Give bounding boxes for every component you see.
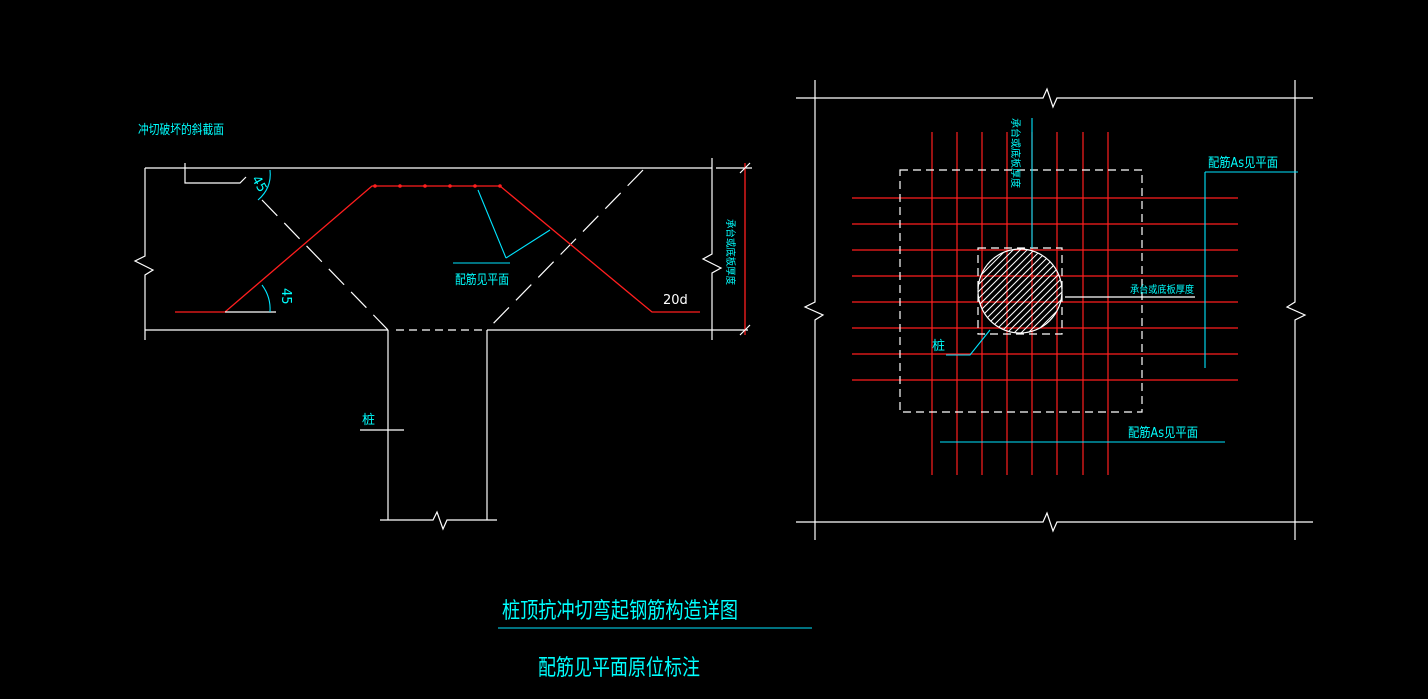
plan-top-edge-break <box>796 87 1313 109</box>
thickness-dimension-label-vertical: 承台或底板厚度 <box>724 219 737 285</box>
dim-tick-top <box>739 162 751 174</box>
angle-arc-bottom <box>261 284 271 313</box>
rebar-note-leader-a <box>477 189 507 259</box>
pile-circle <box>977 248 1063 334</box>
rebar-dot <box>473 184 477 188</box>
punching-zone-outline <box>899 169 1143 413</box>
pile-hatch-line <box>995 249 1062 333</box>
failure-plane-label: 冲切破坏的斜截面 <box>138 122 224 138</box>
rebar-dot <box>498 184 502 188</box>
slab-right-edge-break <box>701 158 723 340</box>
angle-label-bottom: 45 <box>278 288 293 305</box>
pile-label-plan: 桩 <box>932 339 945 354</box>
plan-rebar-label-top: 配筋As见平面 <box>1208 155 1278 171</box>
bent-up-rebar <box>175 185 700 313</box>
plan-right-edge-break <box>1285 80 1307 540</box>
plan-view: 承台或底板厚度 配筋As见平面 承台或底板厚度 桩 配筋As见平面 <box>796 80 1313 540</box>
title-block: 桩顶抗冲切弯起钢筋构造详图 配筋见平面原位标注 <box>498 599 812 681</box>
pile-bottom-break <box>380 510 497 531</box>
plan-thickness-label: 承台或底板厚度 <box>1130 283 1194 296</box>
plan-left-edge-break <box>803 80 825 540</box>
failure-plane-leader <box>184 163 247 184</box>
rebar-dot <box>423 184 427 188</box>
rebar-dot <box>398 184 402 188</box>
pile-hatch-line <box>1002 249 1062 333</box>
plan-rebar-label-bottom: 配筋As见平面 <box>1128 425 1198 441</box>
dim-tick-bottom <box>739 324 751 336</box>
rebar-dot <box>373 184 377 188</box>
drawing-subtitle: 配筋见平面原位标注 <box>538 656 700 681</box>
rebar-dot <box>448 184 452 188</box>
pile-label-section: 桩 <box>362 413 375 428</box>
pile-hatch-line <box>1009 249 1062 333</box>
pile-cap-outline <box>977 247 1063 335</box>
drawing-title: 桩顶抗冲切弯起钢筋构造详图 <box>502 599 738 624</box>
pile-hatch-line <box>978 249 1047 333</box>
plan-thickness-label-vertical: 承台或底板厚度 <box>1009 118 1022 188</box>
failure-plane-right <box>486 169 644 331</box>
rebar-note-leader-b <box>505 229 551 259</box>
pile-hatch-line <box>978 249 1033 333</box>
anchorage-length-label: 20d <box>663 293 688 308</box>
section-view: 冲切破坏的斜截面 45 45 20d 配筋见平面 承台或底板厚度 承台或底板厚度… <box>133 122 752 531</box>
angle-label-top: 45 <box>248 173 269 195</box>
pile-hatch-line <box>988 249 1062 333</box>
rebar-grid <box>852 132 1238 475</box>
angle-arc-top <box>257 169 271 201</box>
rebar-note-label: 配筋见平面 <box>455 272 509 288</box>
rebar-dot-group <box>373 184 502 188</box>
plan-bottom-edge-break <box>796 511 1313 533</box>
pile-label-plan-leader <box>946 329 991 356</box>
pile-hatch-line <box>978 249 1040 333</box>
pile-hatch-line <box>978 249 991 333</box>
failure-plane-left <box>261 199 389 331</box>
slab-left-edge-break <box>133 168 155 340</box>
